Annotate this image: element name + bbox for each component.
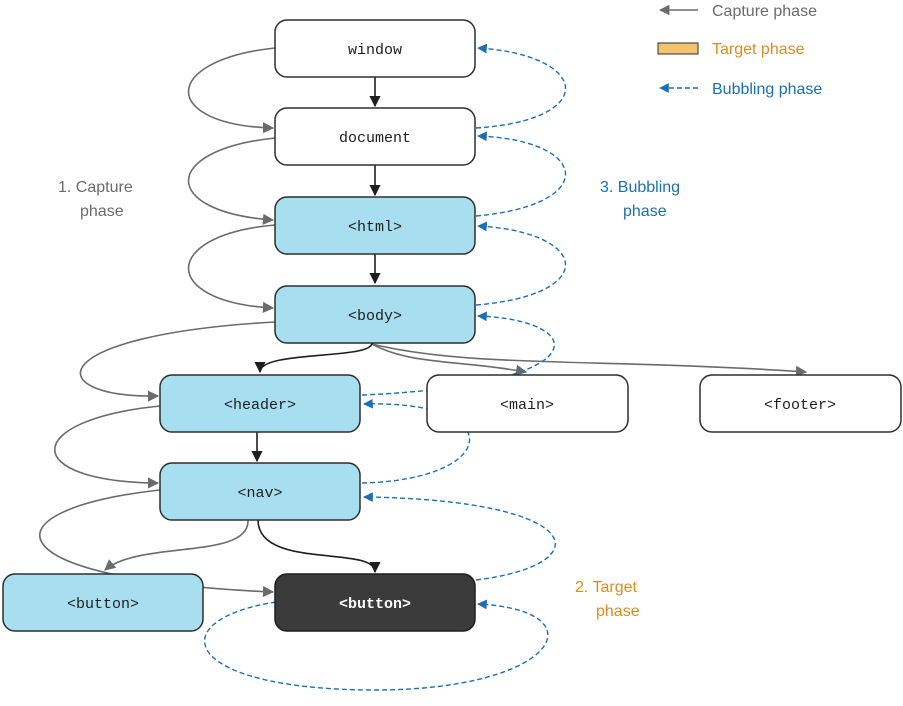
capture-label-line2: phase: [80, 203, 124, 220]
legend-bubbling-label: Bubbling phase: [712, 81, 822, 98]
node-header: <header>: [159, 374, 361, 433]
node-nav-label: <nav>: [237, 485, 282, 502]
target-loop: [203, 599, 549, 691]
capture-arrow-body-footer: [371, 343, 808, 377]
node-html: <html>: [274, 196, 476, 255]
legend-target-swatch: [657, 42, 699, 55]
propagation-arrows: [251, 77, 381, 574]
target-label-line2: phase: [596, 603, 640, 620]
capture-arrows: [39, 47, 808, 598]
node-html-label: <html>: [348, 219, 402, 236]
legend-target: Target phase: [657, 41, 805, 58]
legend-capture-label: Capture phase: [712, 3, 817, 20]
bubbling-phase-label: 3. Bubbling phase: [600, 179, 680, 220]
target-phase-label: 2. Target phase: [575, 579, 640, 620]
node-button-left: <button>: [2, 573, 204, 632]
bubbling-arrow-nav-header: [361, 398, 471, 484]
capture-arrow-html-body: [187, 224, 276, 314]
capture-arrow-body-header: [79, 321, 276, 402]
node-body-label: <body>: [348, 308, 402, 325]
node-main: <main>: [426, 374, 629, 433]
capture-arrow-window-document: [187, 47, 276, 134]
node-footer: <footer>: [699, 374, 902, 433]
legend-target-label: Target phase: [712, 41, 805, 58]
legend-capture: Capture phase: [658, 3, 817, 20]
legend-bubbling: Bubbling phase: [659, 81, 822, 98]
node-main-label: <main>: [500, 397, 554, 414]
legend: Capture phase Target phase Bubbling phas…: [657, 3, 822, 98]
capture-phase-label: 1. Capture phase: [58, 179, 133, 220]
node-header-label: <header>: [224, 397, 296, 414]
node-document: document: [274, 107, 476, 166]
node-footer-label: <footer>: [764, 397, 836, 414]
node-window: window: [274, 19, 476, 78]
node-button-target-label: <button>: [339, 596, 411, 613]
bubbling-arrow-button-nav: [363, 492, 556, 581]
target-label-line1: 2. Target: [575, 579, 638, 596]
capture-arrow-header-nav: [54, 405, 161, 489]
node-body: <body>: [274, 285, 476, 344]
bubbling-label-line1: 3. Bubbling: [600, 179, 680, 196]
bubbling-arrow-html-document: [475, 131, 567, 217]
bubbling-arrow-body-html: [475, 221, 567, 306]
capture-arrow-nav-button-small: [104, 519, 249, 571]
node-button-target: <button>: [274, 573, 476, 632]
capture-label-line1: 1. Capture: [58, 179, 133, 196]
bubbling-arrow-document-window: [475, 43, 567, 129]
bubbling-label-line2: phase: [623, 203, 667, 220]
node-document-label: document: [339, 130, 411, 147]
capture-arrow-body-main: [371, 343, 528, 376]
capture-arrow-document-html: [187, 137, 276, 225]
node-button-left-label: <button>: [67, 596, 139, 613]
node-nav: <nav>: [159, 462, 361, 521]
node-window-label: window: [348, 42, 402, 59]
